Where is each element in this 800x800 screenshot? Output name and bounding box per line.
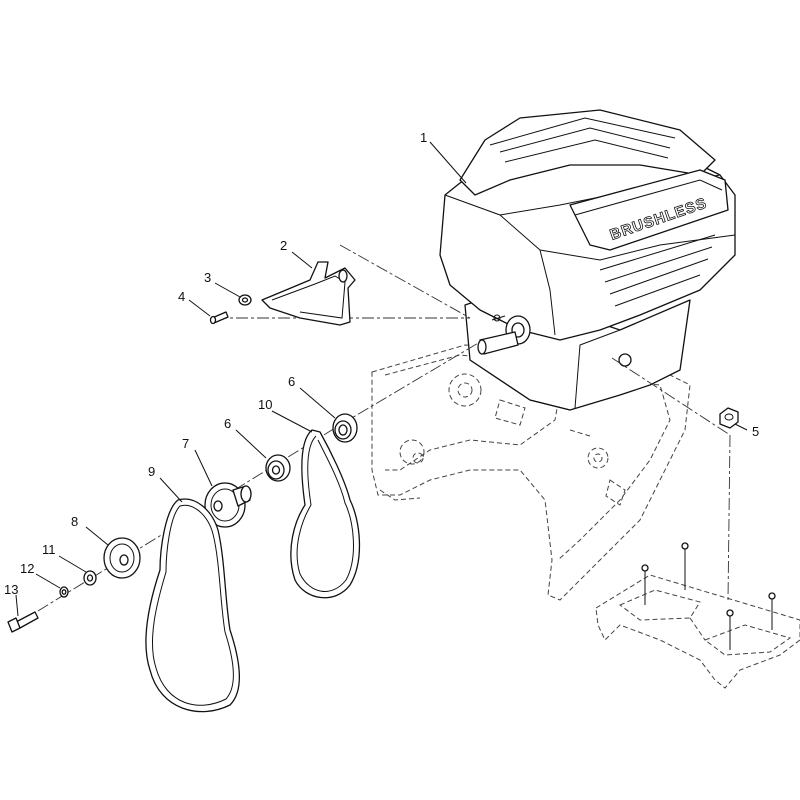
pulley-8	[103, 537, 141, 579]
callout-5: 5	[752, 424, 759, 439]
bolt-4	[209, 311, 229, 325]
callout-8: 8	[71, 514, 78, 529]
callout-6-right: 6	[288, 374, 295, 389]
belt-10	[290, 429, 361, 599]
callout-10: 10	[258, 397, 272, 412]
callout-7: 7	[182, 436, 189, 451]
spacer-6-middle	[265, 454, 291, 482]
washer-11	[83, 570, 97, 586]
leader-lines	[15, 141, 748, 617]
base-plate	[595, 542, 800, 689]
bolt-13	[7, 611, 39, 633]
belt-9	[145, 498, 241, 713]
brushless-motor	[439, 109, 736, 411]
pulley-7	[204, 482, 252, 528]
washer-3	[238, 294, 252, 306]
callout-6-middle: 6	[224, 416, 231, 431]
callout-4: 4	[178, 289, 185, 304]
wire-bracket	[261, 261, 356, 326]
callout-13: 13	[4, 582, 18, 597]
callout-2: 2	[280, 238, 287, 253]
callout-11: 11	[42, 542, 56, 557]
callout-12: 12	[20, 561, 34, 576]
frame-housing	[371, 344, 691, 601]
callout-9: 9	[148, 464, 155, 479]
spacer-6-right	[332, 413, 358, 443]
lock-washer-12	[59, 586, 69, 598]
callout-3: 3	[204, 270, 211, 285]
callout-1: 1	[420, 130, 427, 145]
nut-5	[719, 407, 739, 429]
